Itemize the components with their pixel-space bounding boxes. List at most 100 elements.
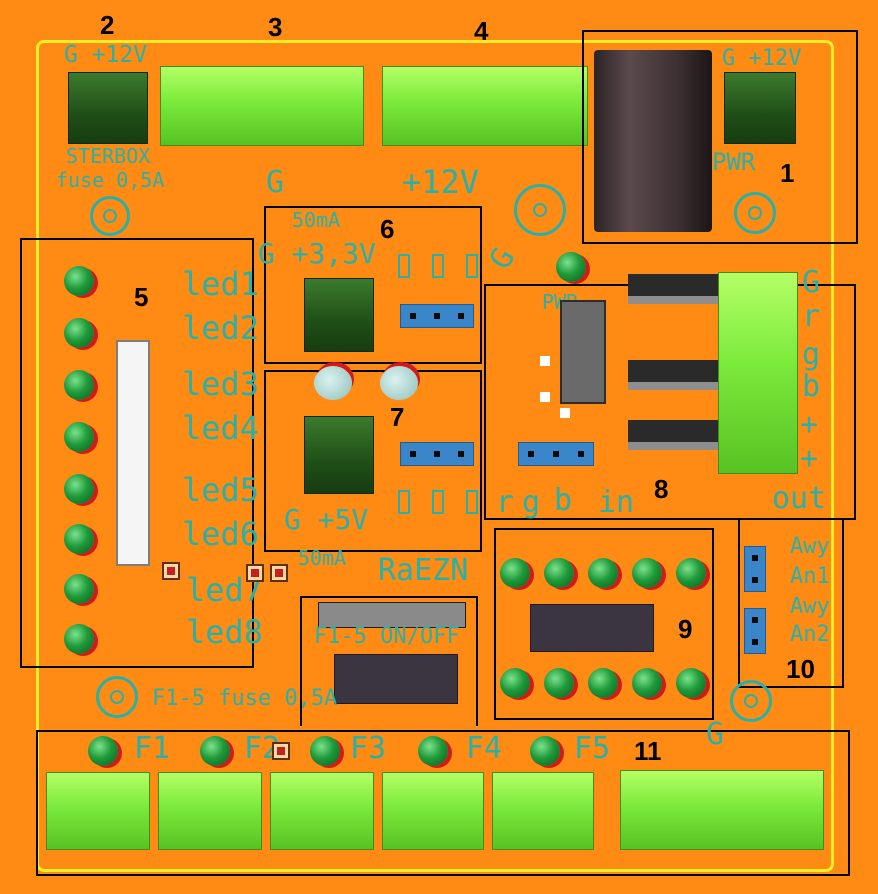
led5-component <box>64 474 94 504</box>
dc-power-jack <box>594 50 712 232</box>
pcb-outline <box>36 40 834 872</box>
fuse-terminal-f3 <box>270 772 374 850</box>
label-50ma-bottom: 50mA <box>298 546 347 570</box>
resistor-7c <box>466 490 478 514</box>
led6-component <box>64 524 94 554</box>
pin-header-7 <box>400 442 474 466</box>
label-f3: F3 <box>350 731 387 766</box>
smd-2 <box>540 392 550 402</box>
label-rgb-b: b <box>554 483 573 518</box>
fuse-terminal-f1 <box>46 772 150 850</box>
led-9-bot-5 <box>676 668 706 698</box>
label-led2: led2 <box>182 309 260 347</box>
power-terminal-jack <box>724 72 796 144</box>
led1-component <box>64 266 94 296</box>
label-g-33v: G +3,3V <box>258 237 377 270</box>
label-f5: F5 <box>574 731 611 766</box>
mount-hole-bottom-left <box>96 676 138 718</box>
mosfet-1 <box>628 274 724 304</box>
label-f15-onoff: F1-5 ON/OFF <box>314 624 460 649</box>
label-50ma-top: 50mA <box>292 208 341 232</box>
fuse-terminal-f5 <box>492 772 594 850</box>
led-9-top-1 <box>500 558 530 588</box>
fuse-led-f2 <box>200 736 230 766</box>
fuse-terminal-f4 <box>382 772 484 850</box>
label-sterbox: STERBOX <box>66 144 151 168</box>
led-9-top-5 <box>676 558 706 588</box>
regulator-5v <box>304 416 374 494</box>
region-11-outline <box>300 596 478 726</box>
callout-4: 4 <box>474 16 489 46</box>
label-led8: led8 <box>186 613 264 651</box>
jumper-pad-1 <box>162 562 180 580</box>
label-term-out: out <box>772 481 827 516</box>
fuse-header-top <box>318 602 466 628</box>
label-raezn: RaEZN <box>378 553 469 588</box>
led2-component <box>64 318 94 348</box>
led7-component <box>64 574 94 604</box>
region-7-box <box>264 370 482 552</box>
ground-terminal-bottom <box>620 770 824 850</box>
led8-component <box>64 624 94 654</box>
terminal-block-4 <box>382 66 588 146</box>
label-led4: led4 <box>182 409 260 447</box>
region-9-box <box>494 528 714 720</box>
label-led3: led3 <box>182 365 260 403</box>
region-10-box <box>738 518 844 688</box>
resistor-6a <box>398 254 410 278</box>
mount-hole-top-left <box>90 196 130 236</box>
callout-10: 10 <box>786 654 815 684</box>
label-rgb-g: g <box>522 485 541 520</box>
label-term-r: r <box>802 299 821 334</box>
led4-component <box>64 422 94 452</box>
label-awy-2: Awy <box>790 594 830 619</box>
callout-9: 9 <box>678 614 693 644</box>
callout-8: 8 <box>654 474 669 504</box>
label-led5: led5 <box>182 471 260 509</box>
fuse-header-bottom <box>334 654 458 704</box>
callout-7: 7 <box>390 402 405 432</box>
label-awy-1: Awy <box>790 534 830 559</box>
led-white-1 <box>314 366 352 400</box>
label-term-g2: g <box>802 337 821 372</box>
callout-5: 5 <box>134 282 149 312</box>
led-9-bot-2 <box>544 668 574 698</box>
label-led1: led1 <box>182 265 260 303</box>
fuse-led-f5 <box>530 736 560 766</box>
label-pwr-jack: PWR <box>712 148 756 176</box>
mount-hole-top-right <box>734 192 776 234</box>
label-led6: led6 <box>182 515 260 553</box>
jumper-awy-2 <box>744 608 766 654</box>
header-9 <box>530 604 654 652</box>
power-terminal-small <box>68 72 148 144</box>
ribbon-connector <box>116 340 150 566</box>
callout-6: 6 <box>380 214 395 244</box>
region-5-box <box>20 238 254 668</box>
led-9-bot-3 <box>588 668 618 698</box>
label-term-b: b <box>802 369 821 404</box>
label-g-bottom: G <box>706 717 725 752</box>
jumper-pad-f2 <box>272 742 290 760</box>
led-9-bot-1 <box>500 668 530 698</box>
mosfet-3 <box>628 420 724 450</box>
callout-3: 3 <box>268 12 283 42</box>
led-9-top-2 <box>544 558 574 588</box>
mount-hole-bottom-right <box>730 680 772 722</box>
led-9-top-4 <box>632 558 662 588</box>
callout-1: 1 <box>780 158 795 188</box>
led-white-2 <box>380 366 418 400</box>
label-f1: F1 <box>134 731 171 766</box>
label-f15-fuse: F1-5 fuse 0,5A <box>152 686 338 711</box>
resistor-7a <box>398 490 410 514</box>
rgb-pin-header <box>518 442 594 466</box>
label-rgb-in: in <box>598 485 635 520</box>
terminal-block-3 <box>160 66 364 146</box>
region-1-box <box>582 30 858 244</box>
label-an2: An2 <box>790 622 830 647</box>
label-f4: F4 <box>466 731 503 766</box>
pwr-led <box>556 252 586 282</box>
smd-3 <box>560 408 570 418</box>
label-g-12v-left: G +12V <box>64 42 148 68</box>
label-fuse-top: fuse 0,5A <box>56 168 165 192</box>
resistor-6c <box>466 254 478 278</box>
